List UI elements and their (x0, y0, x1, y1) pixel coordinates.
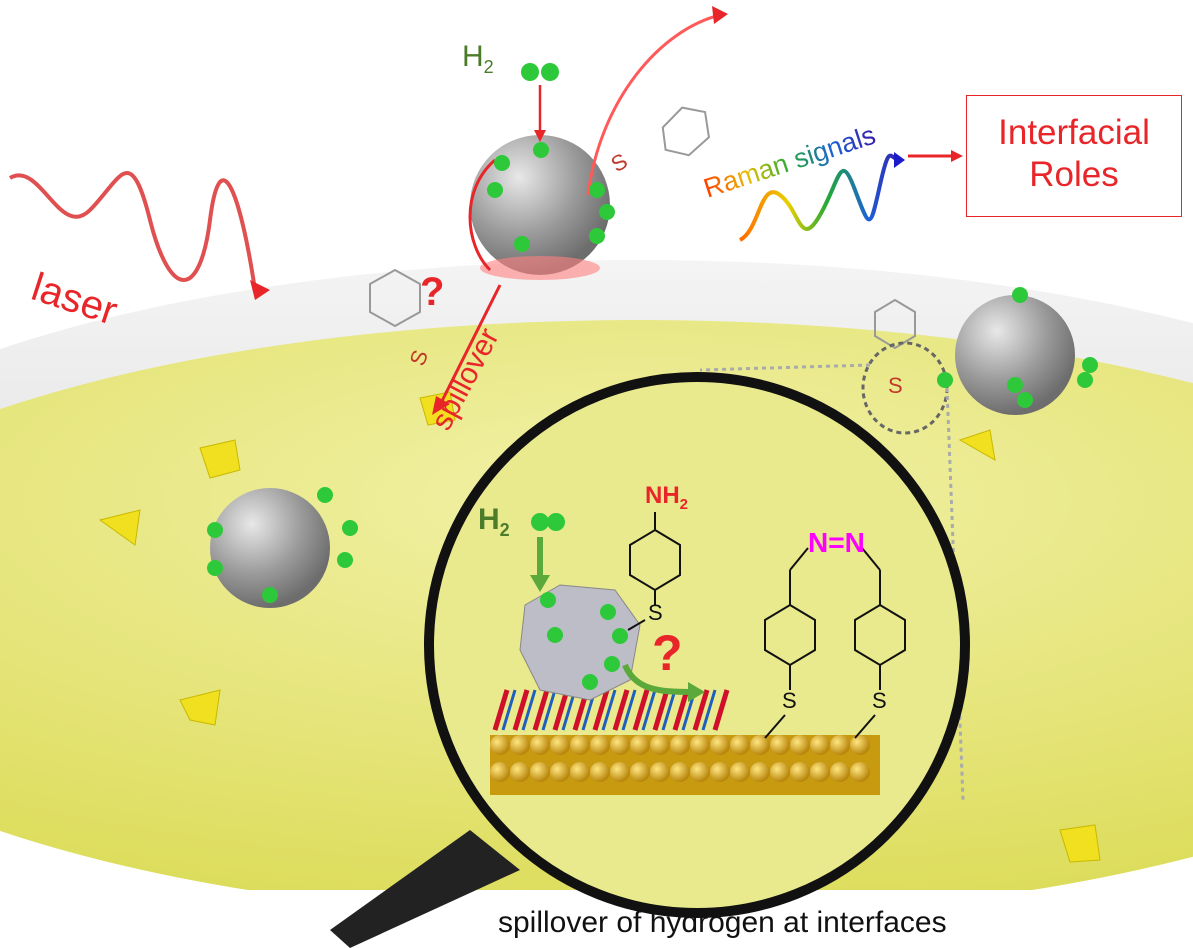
sulfur-label: S (782, 688, 797, 713)
caption: spillover of hydrogen at interfaces (498, 906, 947, 939)
svg-text:?: ? (420, 270, 444, 314)
raman-signal-wave (738, 153, 901, 242)
hydrogen-atoms (207, 63, 1098, 603)
interfacial-roles-box: Interfacial Roles (966, 95, 1182, 217)
laser-wave-icon (8, 171, 257, 291)
sulfur-label: S (872, 688, 887, 713)
h2-inset-text: H (478, 503, 500, 536)
nh-text: NH (645, 482, 680, 509)
h2-text: H (462, 40, 484, 73)
azo-label: N=N (808, 527, 865, 558)
gold-flakes (98, 391, 1101, 863)
spillover-arc (468, 158, 496, 272)
h2-label: H2 (462, 40, 494, 78)
sulfur-label: S (888, 373, 903, 398)
nh2-subscript: 2 (679, 495, 689, 513)
aminothiophenol-molecule (627, 512, 681, 631)
inset-scene: ? (490, 512, 906, 795)
magnifier-handle (330, 830, 520, 948)
nitrothiophenol-molecules (369, 106, 916, 350)
pd-nanoparticle (210, 488, 330, 608)
nh2-label: NH2 (645, 482, 688, 513)
sulfur-label: S (648, 600, 663, 625)
h2-subscript: 2 (483, 57, 494, 77)
h2-inset-label: H2 (478, 503, 510, 541)
magnifier-lens (424, 372, 970, 918)
h2-inset-subscript: 2 (499, 520, 510, 540)
gold-substrate (490, 735, 880, 795)
azobenzene-dithiol-molecule (764, 547, 906, 739)
oxide-support-layer (492, 689, 730, 731)
svg-text:?: ? (652, 625, 683, 681)
pd-nanoparticle (955, 295, 1075, 415)
